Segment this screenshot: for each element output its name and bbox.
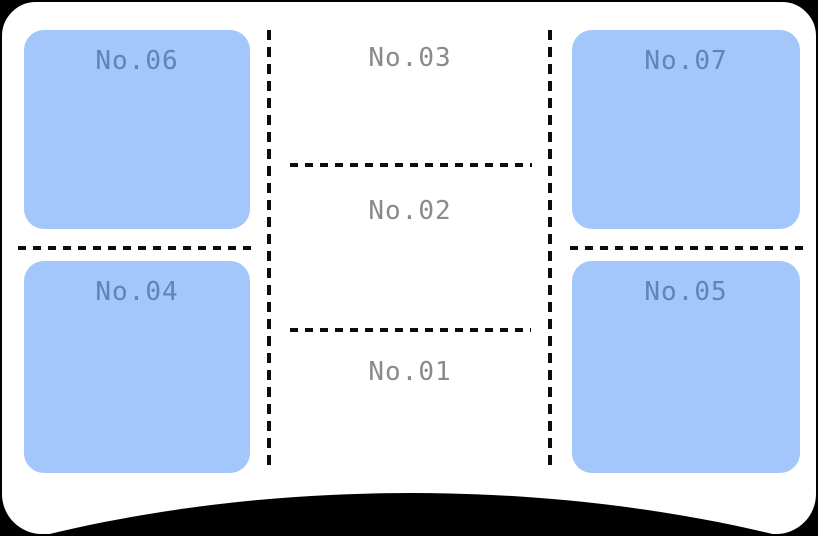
divider-right-horizontal (570, 246, 806, 250)
section-no02-label[interactable]: No.02 (368, 196, 452, 226)
divider-middle-lower (290, 328, 531, 332)
divider-left-horizontal (18, 246, 252, 250)
divider-left-vertical (267, 30, 271, 470)
zone-no06[interactable]: No.06 (24, 30, 250, 229)
zone-no05[interactable]: No.05 (572, 261, 800, 473)
zone-no07[interactable]: No.07 (572, 30, 800, 229)
zone-no05-label: No.05 (644, 277, 728, 307)
zone-no07-label: No.07 (644, 46, 728, 76)
zone-no04-label: No.04 (95, 277, 179, 307)
divider-right-vertical (548, 30, 552, 470)
zone-no04[interactable]: No.04 (24, 261, 250, 473)
divider-middle-upper (290, 163, 532, 167)
zone-no06-label: No.06 (95, 46, 179, 76)
section-no03-label[interactable]: No.03 (368, 43, 452, 73)
bottom-curve-shape (2, 493, 816, 534)
section-no01-label[interactable]: No.01 (368, 357, 452, 387)
